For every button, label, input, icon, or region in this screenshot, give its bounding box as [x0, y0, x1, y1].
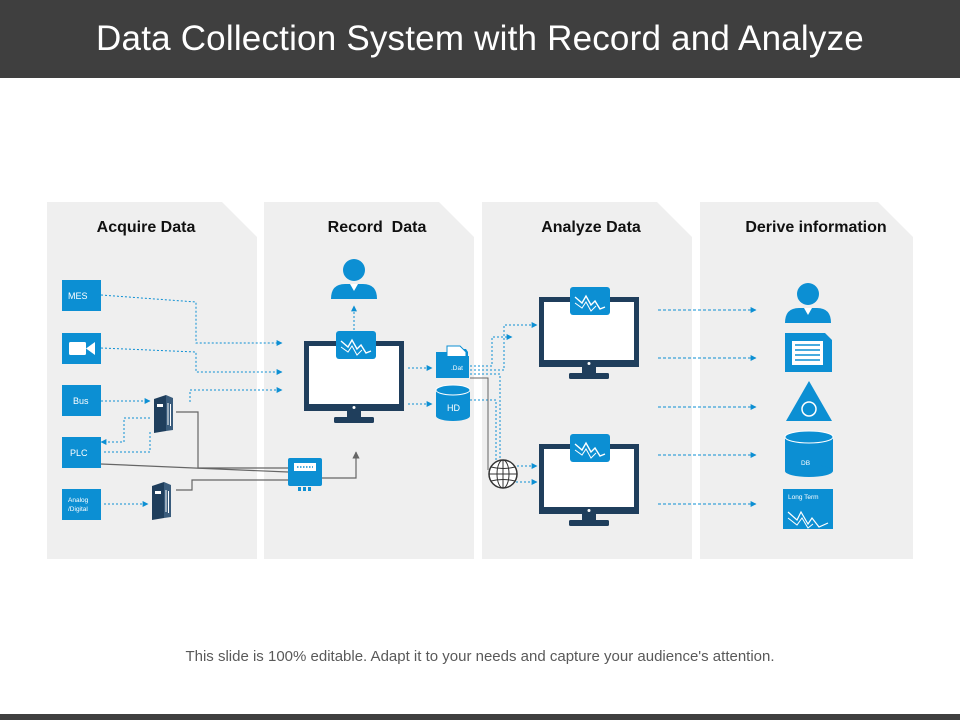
camera-box [62, 333, 101, 364]
bus-box: Bus [62, 385, 101, 416]
triangle-circle-icon [786, 381, 832, 421]
panel-title-record: Record Data [328, 219, 427, 236]
document-icon [785, 333, 832, 372]
hard-drive-icon: HD [435, 384, 471, 421]
long-term-label: Long Term [788, 494, 819, 501]
chart-icon [569, 433, 611, 463]
server-icon [151, 481, 172, 521]
long-term-icon: Long Term [783, 489, 833, 529]
analog-digital-box: Analog /Digital [62, 489, 101, 520]
chart-icon [335, 330, 377, 360]
video-camera-icon [69, 342, 95, 355]
dat-label: .Dat [451, 365, 463, 372]
slide-title: Data Collection System with Record and A… [0, 0, 960, 78]
database-icon: DB [784, 430, 834, 477]
panel-title-acquire: Acquire Data [97, 219, 196, 236]
panel-analyze-data: Analyze Data [482, 202, 692, 559]
plc-label: PLC [70, 448, 88, 458]
dat-file-icon: .Dat [436, 345, 469, 378]
footer-note: This slide is 100% editable. Adapt it to… [185, 648, 775, 665]
connector-lines [100, 294, 757, 507]
plc-box: PLC [62, 437, 101, 468]
chart-icon [569, 286, 611, 316]
bottom-bar [0, 714, 960, 720]
mes-box: MES [62, 280, 101, 311]
panel-title-analyze: Analyze Data [541, 219, 641, 236]
panel-derive-information: Derive information [700, 202, 913, 559]
hd-label: HD [447, 403, 460, 413]
globe-icon [488, 459, 518, 489]
server-icon [153, 394, 174, 434]
analog-label: Analog [68, 497, 89, 504]
db-label: DB [801, 460, 810, 467]
panel-title-derive: Derive information [745, 219, 886, 236]
data-logger-icon [288, 458, 322, 491]
digital-label: /Digital [68, 506, 88, 513]
mes-label: MES [68, 291, 88, 301]
bus-label: Bus [73, 396, 89, 406]
